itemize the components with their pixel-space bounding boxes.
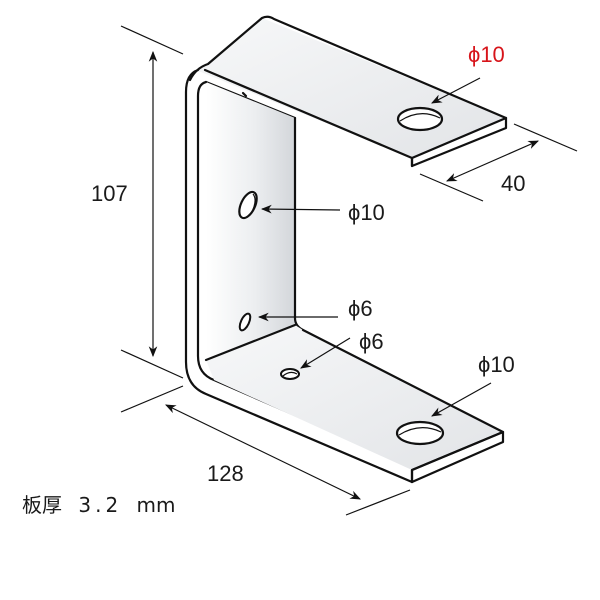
bottom-flange-hole-icon bbox=[395, 420, 445, 446]
bottom-flange-small-hole-icon bbox=[280, 368, 300, 380]
dimension-length bbox=[120, 385, 411, 516]
bottom-flange-hole-label: ϕ10 bbox=[478, 352, 515, 377]
plate-thickness-label: 板厚 bbox=[22, 493, 62, 517]
web-upper-hole-label: ϕ10 bbox=[348, 200, 385, 225]
web bbox=[184, 68, 414, 484]
dimension-width bbox=[419, 123, 578, 202]
dimension-height bbox=[120, 25, 184, 379]
plate-thickness-value: 3.2 bbox=[78, 493, 122, 517]
length-label: 128 bbox=[207, 461, 244, 486]
plate-thickness-note: 板厚 3.2 mm bbox=[22, 493, 176, 517]
web-lower-hole-label: ϕ6 bbox=[348, 296, 373, 321]
top-flange-hole-label: ϕ10 bbox=[468, 42, 505, 67]
bottom-flange-small-hole-label: ϕ6 bbox=[359, 329, 384, 354]
web-upper-hole-icon bbox=[238, 190, 258, 220]
top-flange-hole-icon bbox=[396, 106, 444, 132]
leaders bbox=[257, 77, 492, 417]
height-label: 107 bbox=[91, 181, 128, 206]
width-label: 40 bbox=[501, 171, 525, 196]
plate-thickness-unit: mm bbox=[137, 493, 176, 517]
web-lower-hole-icon bbox=[238, 312, 252, 332]
holes bbox=[238, 106, 445, 446]
